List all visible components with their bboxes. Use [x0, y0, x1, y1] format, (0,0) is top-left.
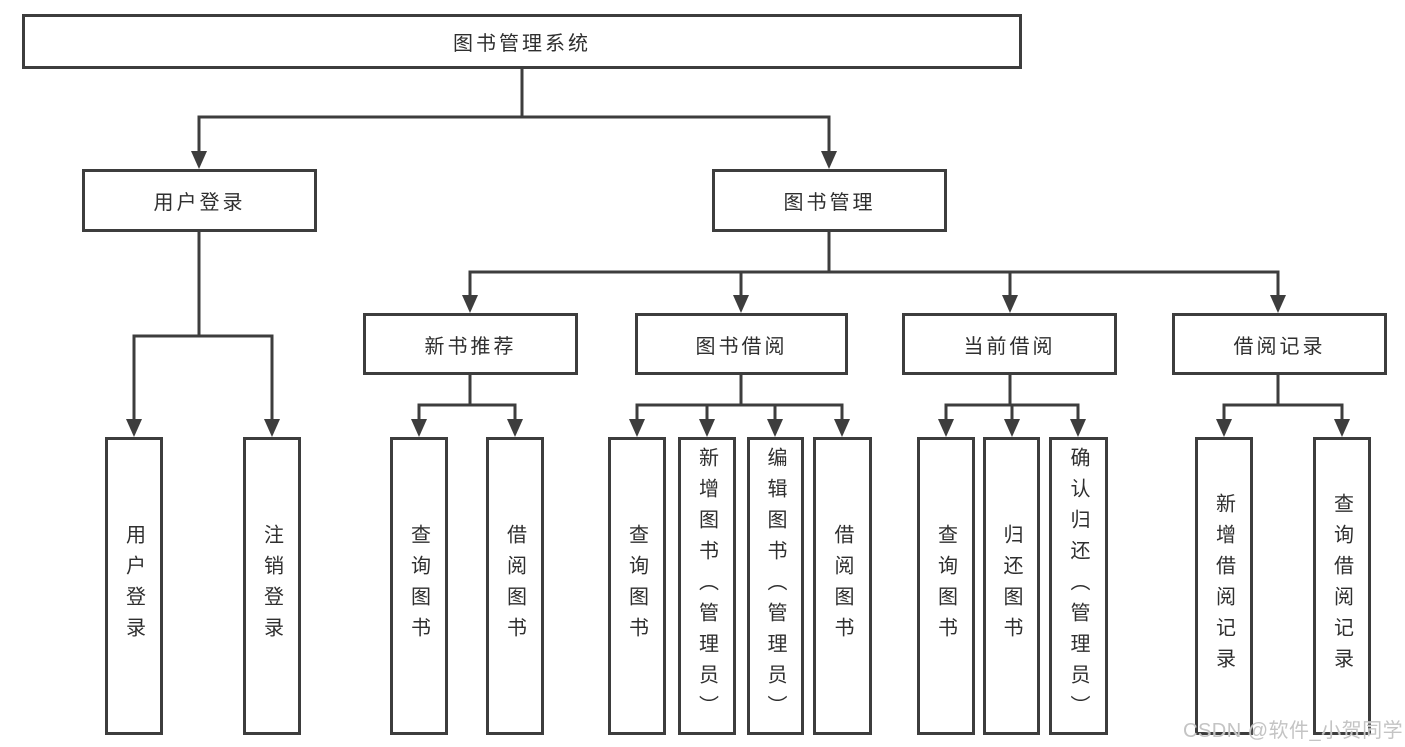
leaf-bb-add-books-admin: 新增图书（管理员） — [678, 437, 736, 735]
leaf-bb-edit-books-admin: 编辑图书（管理员） — [747, 437, 804, 735]
node-current-borrow: 当前借阅 — [902, 313, 1117, 375]
connector-book-borrow-branch — [629, 375, 850, 437]
csdn-watermark: CSDN @软件_小贺同学 — [1183, 720, 1404, 742]
node-book-management-label: 图书管理 — [783, 192, 876, 214]
node-root: 图书管理系统 — [22, 14, 1022, 69]
node-borrow-records: 借阅记录 — [1172, 313, 1387, 375]
leaf-bb-query-books: 查询图书 — [608, 437, 666, 735]
node-new-book-recommend-label: 新书推荐 — [424, 335, 517, 358]
node-new-book-recommend: 新书推荐 — [363, 313, 578, 375]
connector-user-login-branch — [126, 232, 280, 437]
node-borrow-records-label: 借阅记录 — [1233, 335, 1326, 358]
leaf-nbr-borrow-books: 借阅图书 — [486, 437, 544, 735]
connector-new-book-recommend-branch — [411, 375, 523, 437]
node-book-management: 图书管理 — [712, 169, 947, 232]
leaf-cb-confirm-return-admin: 确认归还（管理员） — [1049, 437, 1108, 735]
leaf-br-add-record: 新增借阅记录 — [1195, 437, 1253, 735]
leaf-br-query-record: 查询借阅记录 — [1313, 437, 1371, 735]
leaf-cb-query-books: 查询图书 — [917, 437, 975, 735]
leaf-cb-return-books: 归还图书 — [983, 437, 1040, 735]
leaf-nbr-query-books: 查询图书 — [390, 437, 448, 735]
node-user-login-label: 用户登录 — [153, 192, 246, 214]
node-root-label: 图书管理系统 — [453, 33, 591, 55]
leaf-user-login: 用户登录 — [105, 437, 163, 735]
connector-current-borrow-branch — [938, 375, 1086, 437]
node-book-borrow-label: 图书借阅 — [695, 335, 788, 358]
connector-root — [191, 69, 837, 169]
node-current-borrow-label: 当前借阅 — [963, 335, 1056, 358]
leaf-bb-borrow-books: 借阅图书 — [813, 437, 872, 735]
node-user-login: 用户登录 — [82, 169, 317, 232]
node-book-borrow: 图书借阅 — [635, 313, 848, 375]
connector-book-management-branch — [462, 232, 1286, 313]
connector-borrow-records-branch — [1216, 375, 1350, 437]
leaf-logout: 注销登录 — [243, 437, 301, 735]
